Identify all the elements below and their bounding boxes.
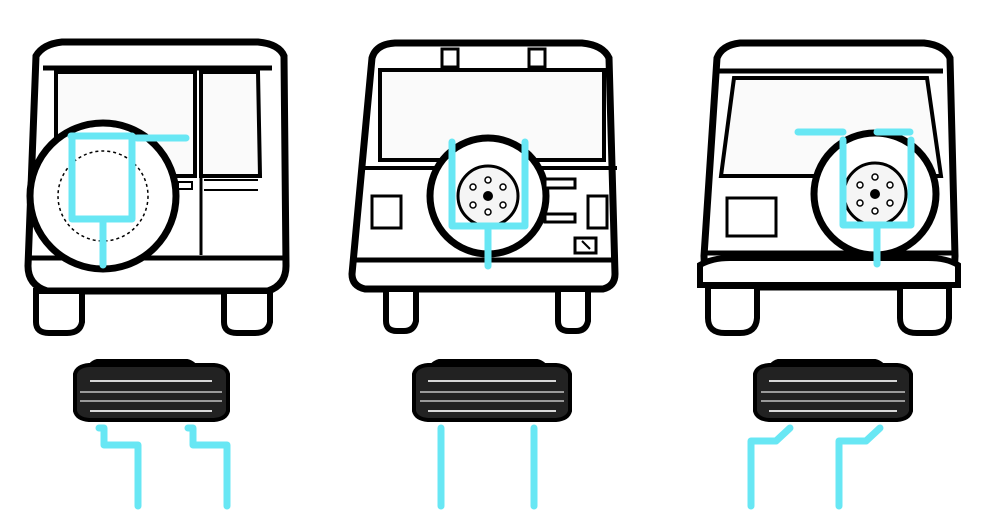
vehicle-rear-left-view bbox=[24, 38, 290, 336]
rear-bumper bbox=[697, 255, 961, 288]
right-wheel-foot bbox=[897, 283, 952, 336]
left-wheel-foot bbox=[705, 283, 760, 336]
vehicle-rear-right-view bbox=[697, 39, 961, 336]
spare-tire-loose bbox=[412, 359, 572, 422]
right-wheel-foot bbox=[221, 288, 273, 336]
right-wheel-foot bbox=[555, 286, 591, 334]
carrier-bracket-top bbox=[448, 138, 529, 270]
taillight-left bbox=[370, 194, 403, 230]
spare-tire-loose bbox=[753, 359, 913, 422]
carrier-bracket-bottom bbox=[747, 424, 884, 510]
rear-glass bbox=[378, 68, 606, 162]
spare-tire-loose bbox=[73, 359, 230, 422]
carrier-bracket-bottom bbox=[95, 424, 231, 510]
rear-window-right bbox=[199, 70, 263, 178]
left-wheel-foot bbox=[383, 286, 419, 334]
carrier-bracket-top bbox=[67, 132, 190, 269]
left-wheel-foot bbox=[33, 288, 85, 336]
vehicle-rear-center-view bbox=[348, 39, 619, 334]
taillight-right bbox=[586, 194, 609, 230]
panel-1 bbox=[24, 38, 290, 510]
panel-2 bbox=[348, 39, 619, 510]
carrier-bracket-top bbox=[794, 128, 915, 268]
plate-panel bbox=[725, 196, 778, 238]
panel-3 bbox=[697, 39, 961, 510]
carrier-bracket-bottom bbox=[437, 424, 538, 510]
